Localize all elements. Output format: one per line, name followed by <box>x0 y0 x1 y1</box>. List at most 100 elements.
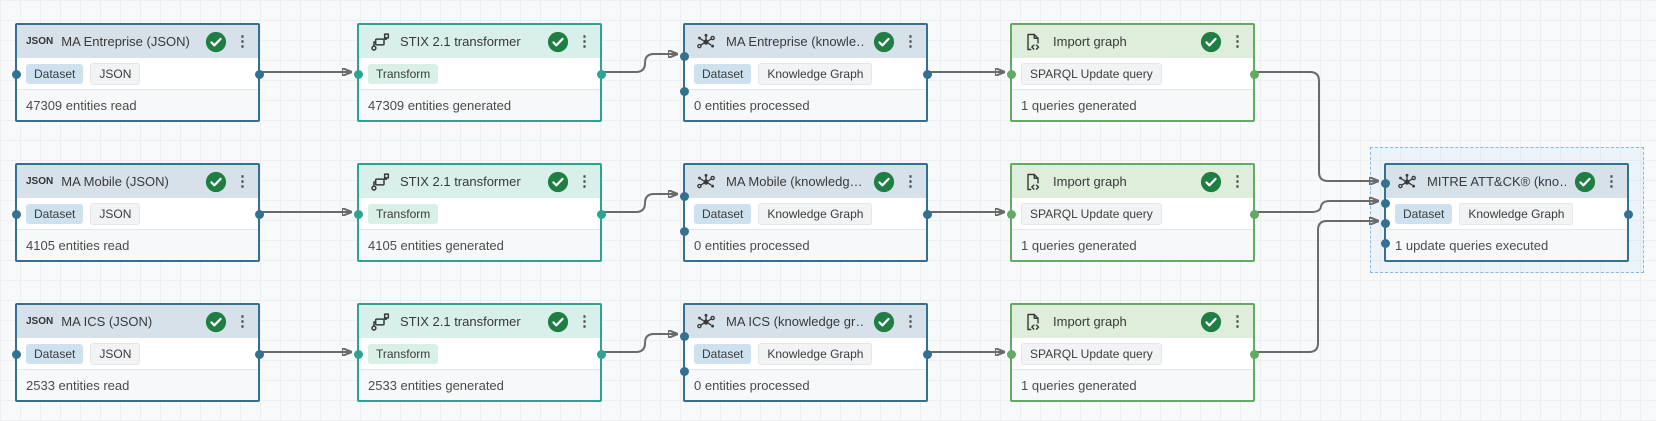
node-import-graph-3[interactable]: Import graph SPARQL Update query 1 queri… <box>1006 303 1259 402</box>
node-ma-ics-json[interactable]: JSON MA ICS (JSON) Dataset JSON 2533 ent… <box>11 303 264 402</box>
kebab-menu-icon[interactable] <box>1230 174 1244 189</box>
output-port[interactable] <box>1249 209 1259 219</box>
kebab-menu-icon[interactable] <box>235 174 249 189</box>
node-ma-ics-kg[interactable]: MA ICS (knowledge gr… Dataset Knowledge … <box>679 303 932 402</box>
node-header: MA Entreprise (knowle… <box>685 25 926 58</box>
output-port[interactable] <box>596 69 606 79</box>
node-title: MA ICS (JSON) <box>61 314 153 329</box>
node-mitre-attack-kg[interactable]: MITRE ATT&CK® (kno… Dataset Knowledge Gr… <box>1380 163 1633 262</box>
node-header: STIX 2.1 transformer <box>359 25 600 58</box>
input-port[interactable] <box>679 191 689 201</box>
json-file-icon: JSON <box>26 36 54 47</box>
kebab-menu-icon[interactable] <box>1230 314 1244 329</box>
transform-icon <box>368 32 392 52</box>
node-title: STIX 2.1 transformer <box>400 314 521 329</box>
output-port[interactable] <box>596 209 606 219</box>
input-port[interactable] <box>11 349 21 359</box>
kebab-menu-icon[interactable] <box>903 174 917 189</box>
node-status: 4105 entities read <box>17 229 258 260</box>
kebab-menu-icon[interactable] <box>903 34 917 49</box>
import-query-icon <box>1021 172 1045 192</box>
node-import-graph-2[interactable]: Import graph SPARQL Update query 1 queri… <box>1006 163 1259 262</box>
node-stix-transformer-3[interactable]: STIX 2.1 transformer Transform 2533 enti… <box>353 303 606 402</box>
kebab-menu-icon[interactable] <box>577 314 591 329</box>
edge-connector <box>1256 71 1378 181</box>
node-header: MA ICS (knowledge gr… <box>685 305 926 338</box>
knowledge-graph-icon <box>694 172 718 192</box>
success-check-icon <box>205 311 227 333</box>
success-check-icon <box>547 171 569 193</box>
success-check-icon <box>1200 171 1222 193</box>
node-ma-entreprise-json[interactable]: JSON MA Entreprise (JSON) Dataset JSON 4… <box>11 23 264 122</box>
success-check-icon <box>1574 171 1596 193</box>
output-port[interactable] <box>254 349 264 359</box>
input-port[interactable] <box>679 366 689 376</box>
node-tags: Transform <box>359 198 600 229</box>
tag-knowledge-graph: Knowledge Graph <box>1459 202 1574 225</box>
output-port[interactable] <box>1249 349 1259 359</box>
input-port[interactable] <box>679 226 689 236</box>
output-port[interactable] <box>1623 209 1633 219</box>
node-header: JSON MA ICS (JSON) <box>17 305 258 338</box>
node-ma-mobile-json[interactable]: JSON MA Mobile (JSON) Dataset JSON 4105 … <box>11 163 264 262</box>
node-title: MA Entreprise (knowle… <box>726 34 865 49</box>
tag-dataset: Dataset <box>26 63 84 84</box>
output-port[interactable] <box>1249 69 1259 79</box>
kebab-menu-icon[interactable] <box>1230 34 1244 49</box>
kebab-menu-icon[interactable] <box>577 174 591 189</box>
input-port[interactable] <box>1006 69 1016 79</box>
node-ma-entreprise-kg[interactable]: MA Entreprise (knowle… Dataset Knowledge… <box>679 23 932 122</box>
input-port[interactable] <box>679 331 689 341</box>
node-status: 1 update queries executed <box>1386 229 1627 260</box>
input-port[interactable] <box>353 209 363 219</box>
input-port[interactable] <box>679 86 689 96</box>
input-port[interactable] <box>1380 218 1390 228</box>
input-port[interactable] <box>11 209 21 219</box>
node-stix-transformer-1[interactable]: STIX 2.1 transformer Transform 47309 ent… <box>353 23 606 122</box>
input-port[interactable] <box>353 349 363 359</box>
success-check-icon <box>873 31 895 53</box>
kebab-menu-icon[interactable] <box>235 34 249 49</box>
kebab-menu-icon[interactable] <box>577 34 591 49</box>
node-header: JSON MA Entreprise (JSON) <box>17 25 258 58</box>
tag-dataset: Dataset <box>694 343 752 364</box>
input-port[interactable] <box>1380 238 1390 248</box>
node-header: MA Mobile (knowledg… <box>685 165 926 198</box>
output-port[interactable] <box>922 349 932 359</box>
output-port[interactable] <box>922 209 932 219</box>
node-header: STIX 2.1 transformer <box>359 165 600 198</box>
input-port[interactable] <box>1380 178 1390 188</box>
output-port[interactable] <box>596 349 606 359</box>
node-title: MA ICS (knowledge gr… <box>726 314 865 329</box>
node-tags: SPARQL Update query <box>1012 58 1253 89</box>
input-port[interactable] <box>353 69 363 79</box>
node-header: STIX 2.1 transformer <box>359 305 600 338</box>
node-tags: Transform <box>359 58 600 89</box>
tag-transform: Transform <box>368 203 439 224</box>
input-port[interactable] <box>1006 209 1016 219</box>
success-check-icon <box>547 31 569 53</box>
node-status: 47309 entities read <box>17 89 258 120</box>
node-status: 1 queries generated <box>1012 229 1253 260</box>
input-port[interactable] <box>1006 349 1016 359</box>
kebab-menu-icon[interactable] <box>903 314 917 329</box>
import-query-icon <box>1021 32 1045 52</box>
input-port[interactable] <box>1380 198 1390 208</box>
node-import-graph-1[interactable]: Import graph SPARQL Update query 1 queri… <box>1006 23 1259 122</box>
node-header: Import graph <box>1012 165 1253 198</box>
node-status: 0 entities processed <box>685 89 926 120</box>
output-port[interactable] <box>254 69 264 79</box>
output-port[interactable] <box>254 209 264 219</box>
node-ma-mobile-kg[interactable]: MA Mobile (knowledg… Dataset Knowledge G… <box>679 163 932 262</box>
output-port[interactable] <box>922 69 932 79</box>
json-file-icon: JSON <box>26 176 54 187</box>
input-port[interactable] <box>679 51 689 61</box>
node-status: 0 entities processed <box>685 369 926 400</box>
node-stix-transformer-2[interactable]: STIX 2.1 transformer Transform 4105 enti… <box>353 163 606 262</box>
edge-connector <box>603 54 677 73</box>
node-tags: SPARQL Update query <box>1012 198 1253 229</box>
kebab-menu-icon[interactable] <box>1604 174 1618 189</box>
input-port[interactable] <box>11 69 21 79</box>
kebab-menu-icon[interactable] <box>235 314 249 329</box>
